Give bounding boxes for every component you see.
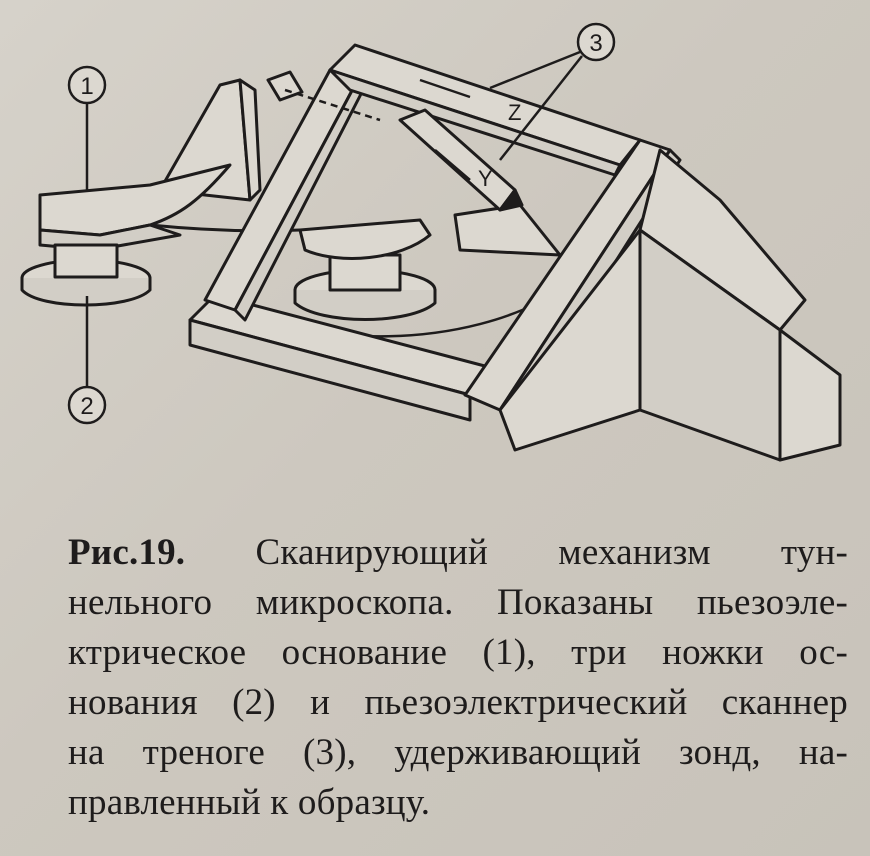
scanner-cube bbox=[266, 70, 304, 102]
callout-2-circle bbox=[67, 385, 107, 425]
probe-tip bbox=[498, 188, 524, 212]
caption-line-1: Рис.19. Сканирующий механизм тун- bbox=[68, 528, 848, 578]
callout-1-circle bbox=[67, 65, 107, 105]
axis-dashed bbox=[284, 88, 381, 122]
stm-scanner-illustration: Z Y 1 2 3 bbox=[20, 22, 842, 462]
left-support-side bbox=[238, 78, 262, 202]
figure-label: Рис.19. bbox=[68, 532, 186, 573]
right-prism-top bbox=[638, 148, 807, 332]
callout-3-circle bbox=[576, 22, 616, 62]
caption-line-1-text: Сканирующий механизм тун- bbox=[185, 532, 848, 573]
caption-line-3: ктрическое основание (1), три ножки ос- bbox=[68, 632, 848, 673]
caption-line-6: правленный к образцу. bbox=[68, 782, 431, 823]
front-block-top bbox=[498, 228, 642, 452]
axis-z-arrow bbox=[419, 78, 471, 99]
caption-line-5: на треноге (3), удерживающий зонд, на- bbox=[68, 732, 848, 773]
callout-2-number: 2 bbox=[80, 393, 93, 420]
callout-3-number: 3 bbox=[589, 30, 602, 57]
axis-y-arrow bbox=[434, 149, 471, 181]
callout-3-leader-a bbox=[489, 50, 581, 90]
right-pad bbox=[453, 203, 562, 257]
left-foot-column bbox=[53, 243, 119, 279]
callout-1-number: 1 bbox=[80, 73, 93, 100]
caption-line-2: нельного микроскопа. Показаны пьезоэле- bbox=[68, 582, 848, 623]
piezo-base-arm bbox=[38, 163, 232, 237]
frame-plate-front bbox=[188, 318, 472, 422]
axis-z-label: Z bbox=[508, 100, 521, 125]
center-foot-disc-edge bbox=[293, 288, 437, 321]
axis-y-label: Y bbox=[478, 166, 493, 191]
callout-3-leader-b bbox=[499, 55, 583, 161]
tripod-top-beam bbox=[328, 43, 642, 167]
center-pad bbox=[298, 218, 432, 260]
caption-line-4: нования (2) и пьезоэлектрический сканнер bbox=[68, 682, 848, 723]
figure-caption: Рис.19. Сканирующий механизм тун- нельно… bbox=[68, 528, 848, 828]
left-foot-disc-edge bbox=[20, 276, 152, 307]
right-prism-end bbox=[778, 328, 842, 462]
center-foot-column bbox=[328, 253, 402, 292]
